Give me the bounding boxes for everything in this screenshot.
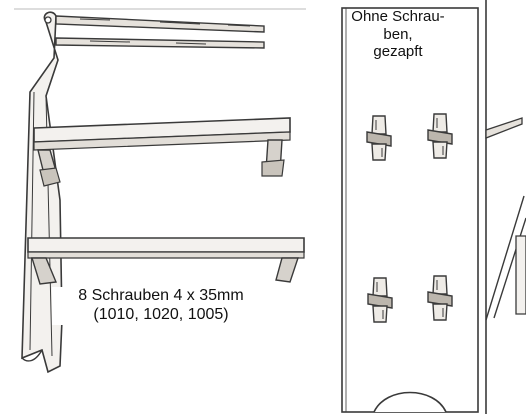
left-shelf-assembly xyxy=(14,8,306,374)
lower-shelf xyxy=(27,237,305,285)
no-screws-line-2: ben, xyxy=(383,25,413,43)
no-screws-line-1: Ohne Schrau- xyxy=(351,8,445,25)
no-screws-line-3: gezapft xyxy=(373,43,423,61)
right-post-assembly xyxy=(341,0,526,414)
screw-spec-line-1: 8 Schrauben 4 x 35mm xyxy=(78,287,244,304)
side-frame xyxy=(485,0,526,414)
upper-shelf xyxy=(33,117,291,187)
no-screws-label: Ohne Schrau- ben, gezapft xyxy=(338,8,458,61)
top-rail-lower xyxy=(55,37,265,49)
top-rail-upper xyxy=(55,15,265,33)
upright-post xyxy=(341,7,479,413)
screw-spec-label: 8 Schrauben 4 x 35mm (1010, 1020, 1005) xyxy=(52,287,270,325)
post-base-arch xyxy=(373,391,447,413)
screw-spec-line-2: (1010, 1020, 1005) xyxy=(93,305,229,323)
